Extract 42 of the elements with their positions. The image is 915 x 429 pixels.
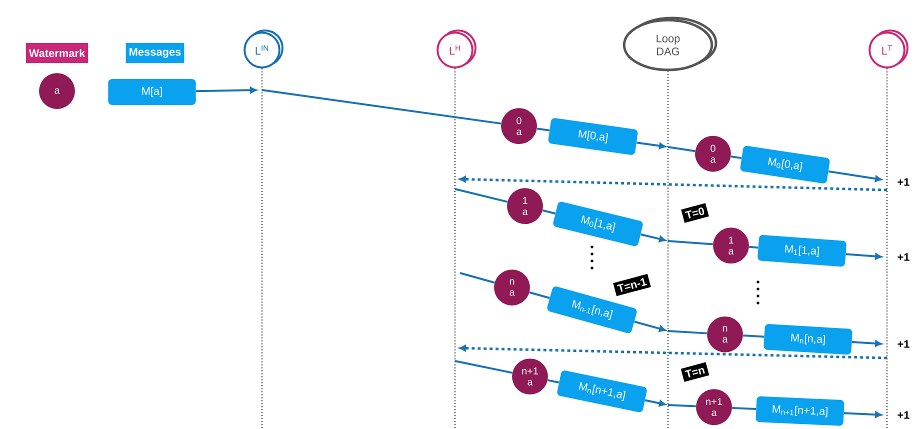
- connector-line: [730, 156, 742, 160]
- arrow: [636, 142, 666, 150]
- message-box: M$_{0}$[0,a]: [740, 146, 830, 184]
- connector-line: [548, 379, 560, 384]
- connector-line: [262, 89, 502, 125]
- legend-heading: Messages: [126, 43, 184, 63]
- connector-line: [454, 188, 508, 203]
- message-box: M$_{n}$[n+1,a]: [557, 370, 647, 412]
- message-box: M[a]: [108, 79, 196, 105]
- increment-label: +1: [898, 411, 910, 419]
- increment-label: +1: [898, 178, 910, 186]
- connector-line: [542, 209, 556, 214]
- arrow: [640, 233, 666, 242]
- connector-line: [529, 291, 550, 299]
- message-box: M[0,a]: [548, 118, 638, 155]
- increment-label: +1: [898, 340, 910, 348]
- arrow: [846, 253, 882, 260]
- message-box: M$_{n+1}$[n+1,a]: [756, 396, 844, 426]
- message-box: M$_{n}$[n,a]: [764, 324, 852, 355]
- message-box: M$_{1}$[1,a]: [758, 234, 846, 267]
- arrow: [644, 399, 666, 406]
- connector-line: [668, 404, 696, 408]
- connector-line: [536, 128, 550, 132]
- connector-line: [749, 246, 758, 249]
- connector-line: [454, 360, 512, 374]
- connector-line: [668, 330, 707, 334]
- arrow: [844, 411, 882, 418]
- time-tag: T=n-1: [613, 274, 651, 296]
- arrow: [196, 86, 257, 94]
- message-box: M$_{0}$[1,a]: [553, 202, 643, 246]
- arrow: [852, 340, 882, 347]
- arrow: [828, 170, 882, 182]
- connector-line: [460, 272, 495, 284]
- increment-label: +1: [898, 253, 910, 261]
- connector-line: [743, 334, 764, 338]
- connector-line: [668, 240, 713, 246]
- time-tag: T=n: [680, 362, 710, 382]
- legend-heading: Watermark: [26, 43, 88, 63]
- time-tag: T=0: [681, 203, 709, 223]
- connector-line: [668, 146, 696, 152]
- connector-line: [732, 406, 756, 410]
- arrow: [634, 320, 666, 332]
